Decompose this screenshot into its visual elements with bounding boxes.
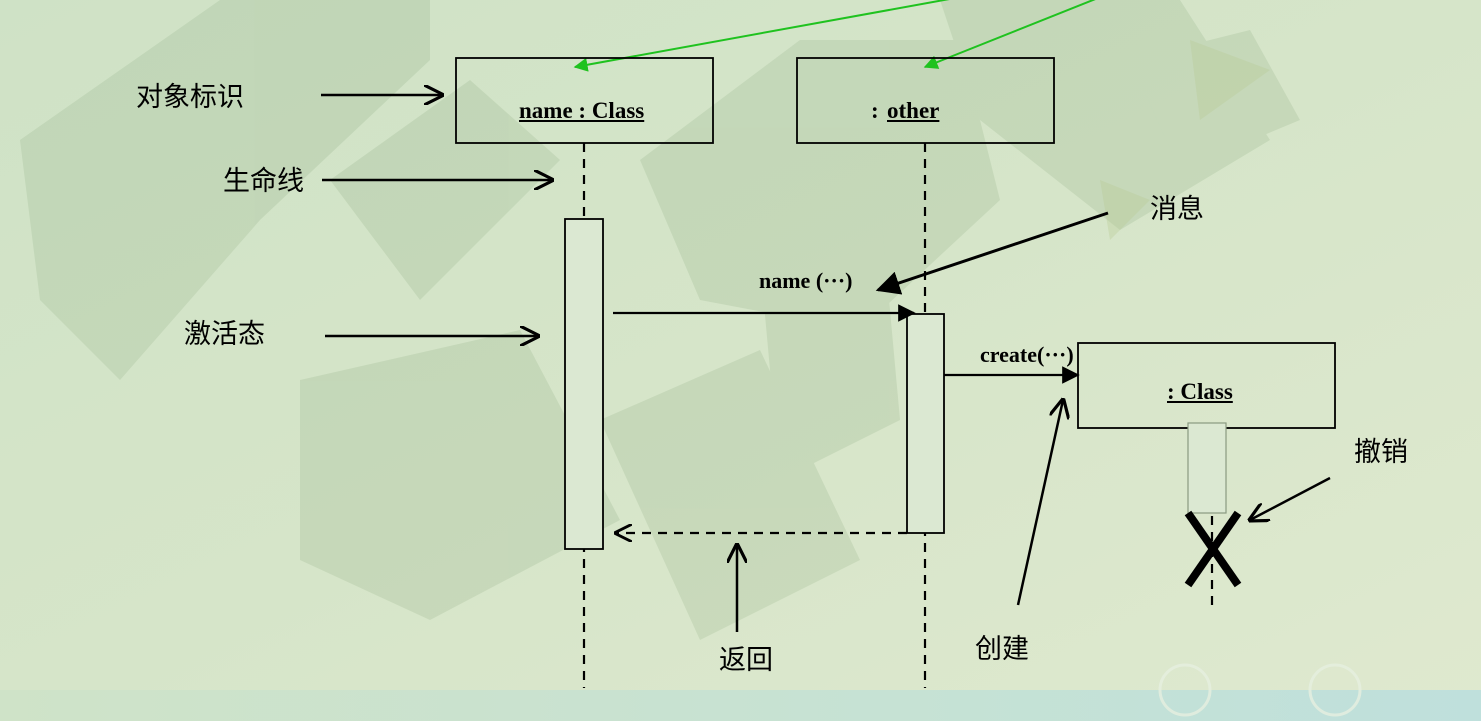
arrow-create <box>1016 400 1063 606</box>
arrow-message <box>875 211 1109 295</box>
activation-bar-other <box>906 313 945 534</box>
message-label-call: name (···) <box>759 268 853 293</box>
destroy-x-icon <box>1184 510 1242 588</box>
green-pointer-line-2 <box>923 0 1096 69</box>
object-label-name-class: name : Class <box>519 98 645 123</box>
object-label-new-class: : Class <box>1167 379 1233 404</box>
message-label-create: create(···) <box>980 342 1074 367</box>
arrow-destroy <box>1250 476 1331 520</box>
annotation-message: 消息 <box>1150 194 1204 225</box>
annotation-create: 创建 <box>975 634 1029 665</box>
activation-bar-name-class <box>564 218 604 550</box>
green-pointer-line-1 <box>573 0 950 72</box>
annotation-object-id: 对象标识 <box>136 82 244 113</box>
annotation-destroy: 撤销 <box>1354 437 1408 468</box>
activation-bar-new-class <box>1187 422 1227 514</box>
object-label-other-prefix: : <box>871 98 879 123</box>
annotation-return: 返回 <box>719 645 773 676</box>
object-label-other: other <box>887 98 940 123</box>
annotation-lifeline: 生命线 <box>223 166 304 197</box>
annotation-activation: 激活态 <box>184 319 265 350</box>
